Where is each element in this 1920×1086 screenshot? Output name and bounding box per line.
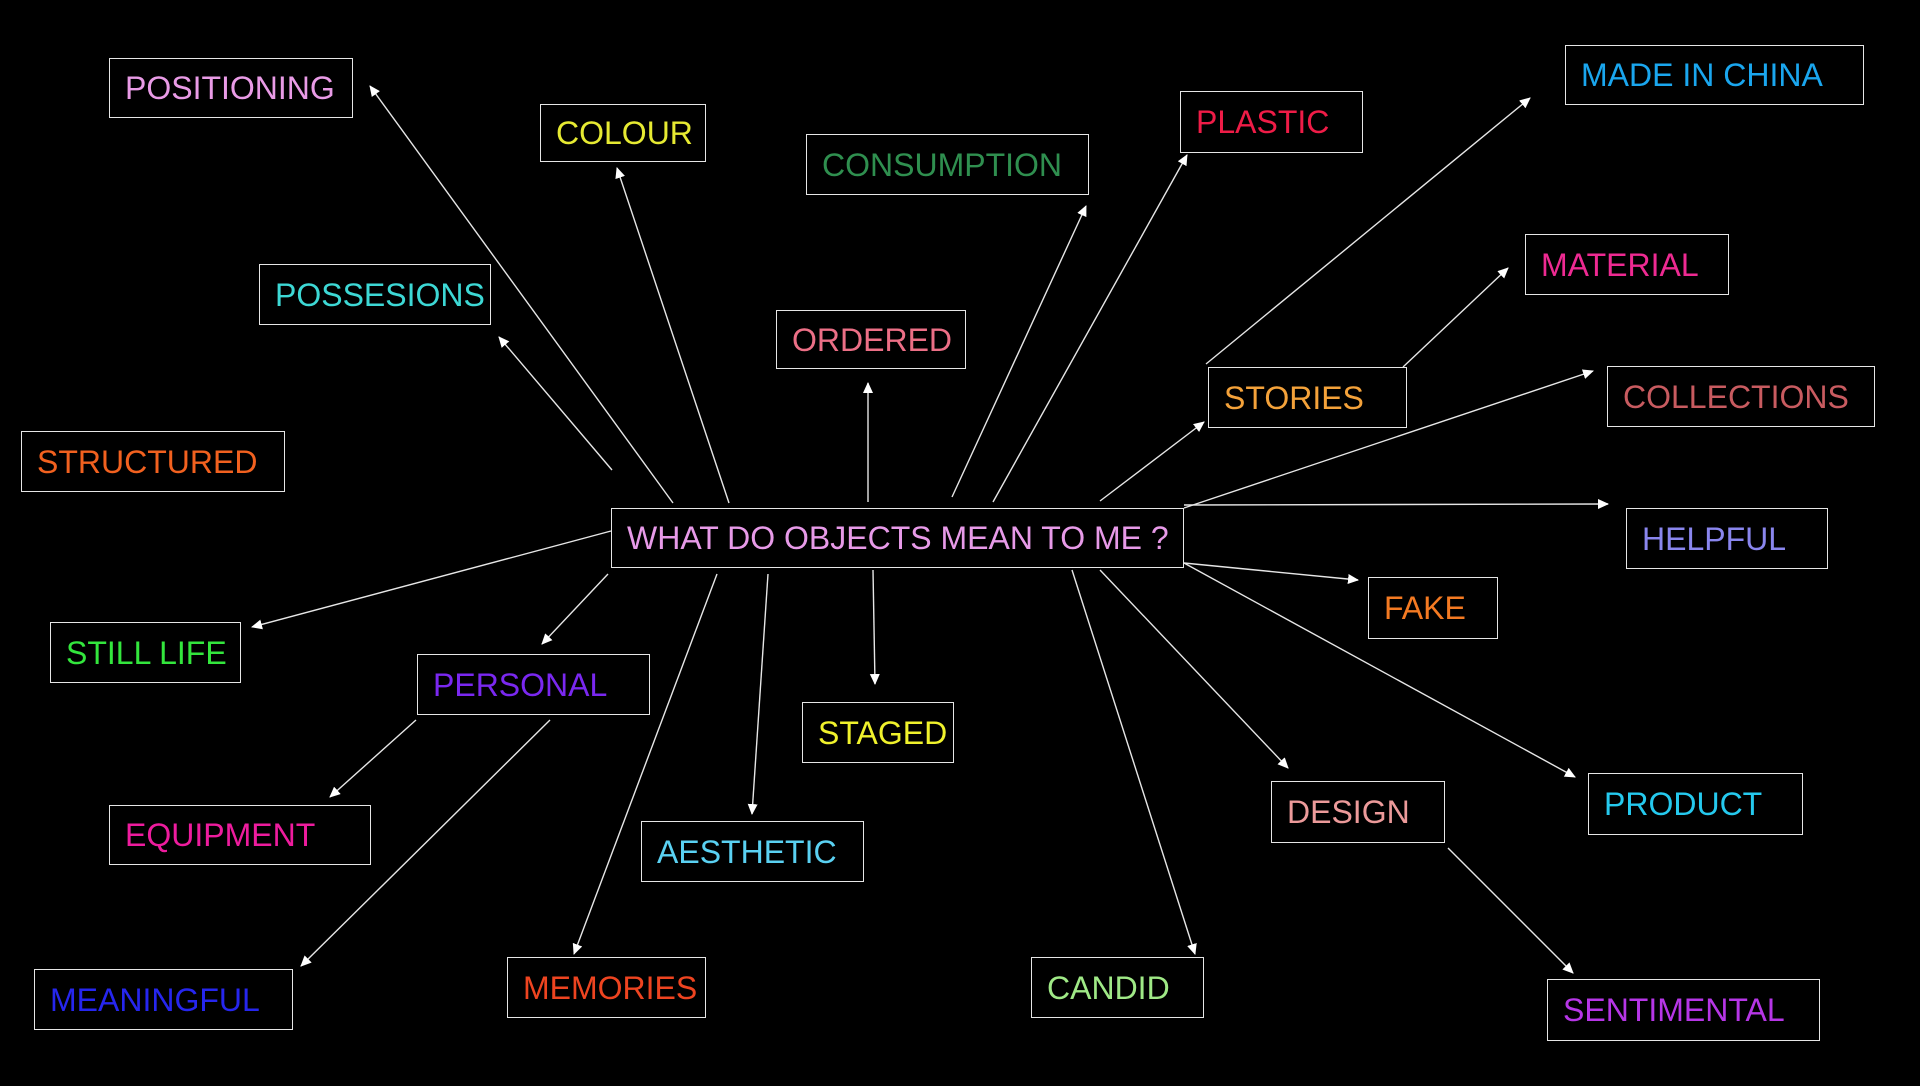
arrow-to-possesions bbox=[498, 336, 613, 471]
node-possesions: POSSESIONS bbox=[259, 264, 491, 325]
node-consumption: CONSUMPTION bbox=[806, 134, 1089, 195]
node-material: MATERIAL bbox=[1525, 234, 1729, 295]
node-label-staged: STAGED bbox=[818, 714, 948, 751]
arrow-to-personal bbox=[541, 573, 609, 645]
node-label-structured: STRUCTURED bbox=[37, 443, 258, 480]
node-label-stories: STORIES bbox=[1224, 379, 1364, 416]
node-collections: COLLECTIONS bbox=[1607, 366, 1875, 427]
arrow-to-plastic bbox=[992, 154, 1188, 503]
node-label-fake: FAKE bbox=[1384, 590, 1466, 626]
arrow-to-product bbox=[1183, 562, 1576, 778]
node-helpful: HELPFUL bbox=[1626, 508, 1828, 569]
node-label-material: MATERIAL bbox=[1541, 246, 1699, 283]
node-label-aesthetic: AESTHETIC bbox=[657, 833, 837, 870]
node-label-helpful: HELPFUL bbox=[1642, 520, 1787, 557]
node-still-life: STILL LIFE bbox=[50, 622, 241, 683]
arrow-to-memories bbox=[572, 573, 718, 955]
node-label-positioning: POSITIONING bbox=[125, 70, 335, 106]
node-label-possesions: POSSESIONS bbox=[275, 276, 485, 313]
arrow-to-colour bbox=[615, 167, 730, 504]
central-topic-node: WHAT DO OBJECTS MEAN TO ME ? bbox=[611, 508, 1184, 568]
arrow-to-candid bbox=[1071, 569, 1197, 955]
arrow-to-equipment bbox=[329, 719, 417, 798]
node-meaningful: MEANINGFUL bbox=[34, 969, 293, 1030]
arrow-to-collections bbox=[1183, 369, 1594, 509]
arrow-to-aesthetic bbox=[747, 573, 769, 815]
node-label-collections: COLLECTIONS bbox=[1623, 378, 1849, 415]
node-label-sentimental: SENTIMENTAL bbox=[1563, 992, 1785, 1028]
node-structured: STRUCTURED bbox=[21, 431, 285, 492]
arrow-to-sentimental bbox=[1447, 847, 1574, 974]
node-fake: FAKE bbox=[1368, 577, 1498, 639]
node-equipment: EQUIPMENT bbox=[109, 805, 371, 865]
node-stories: STORIES bbox=[1208, 367, 1407, 428]
arrow-to-staged bbox=[869, 569, 880, 685]
node-aesthetic: AESTHETIC bbox=[641, 821, 864, 882]
node-design: DESIGN bbox=[1271, 781, 1445, 843]
central-topic-label: WHAT DO OBJECTS MEAN TO ME ? bbox=[627, 520, 1169, 556]
node-label-memories: MEMORIES bbox=[523, 969, 698, 1006]
node-label-design: DESIGN bbox=[1287, 794, 1410, 830]
arrow-to-material bbox=[1402, 267, 1509, 368]
arrow-to-helpful bbox=[1183, 499, 1609, 510]
node-product: PRODUCT bbox=[1588, 773, 1803, 835]
arrow-to-positioning bbox=[369, 85, 674, 504]
node-positioning: POSITIONING bbox=[109, 58, 353, 118]
node-label-colour: COLOUR bbox=[556, 115, 693, 151]
node-label-personal: PERSONAL bbox=[433, 666, 608, 703]
arrow-to-made-in-china bbox=[1205, 97, 1531, 365]
node-label-plastic: PLASTIC bbox=[1196, 104, 1330, 140]
arrow-to-meaningful bbox=[300, 719, 551, 967]
node-colour: COLOUR bbox=[540, 104, 706, 162]
arrow-to-fake bbox=[1183, 562, 1359, 585]
node-sentimental: SENTIMENTAL bbox=[1547, 979, 1820, 1041]
node-label-consumption: CONSUMPTION bbox=[822, 146, 1062, 183]
arrow-to-design bbox=[1099, 569, 1289, 769]
node-label-still-life: STILL LIFE bbox=[66, 634, 227, 671]
arrow-to-stories bbox=[1099, 421, 1205, 502]
node-staged: STAGED bbox=[802, 702, 954, 763]
node-memories: MEMORIES bbox=[507, 957, 706, 1018]
node-label-product: PRODUCT bbox=[1604, 786, 1763, 822]
node-personal: PERSONAL bbox=[417, 654, 650, 715]
node-label-made-in-china: MADE IN CHINA bbox=[1581, 57, 1823, 93]
arrow-to-still-life bbox=[251, 530, 612, 630]
node-candid: CANDID bbox=[1031, 957, 1204, 1018]
node-label-ordered: ORDERED bbox=[792, 321, 953, 358]
node-ordered: ORDERED bbox=[776, 310, 966, 369]
node-label-meaningful: MEANINGFUL bbox=[50, 981, 260, 1018]
arrow-to-consumption bbox=[951, 205, 1087, 498]
node-label-equipment: EQUIPMENT bbox=[125, 817, 316, 853]
node-made-in-china: MADE IN CHINA bbox=[1565, 45, 1864, 105]
node-label-candid: CANDID bbox=[1047, 969, 1170, 1006]
node-plastic: PLASTIC bbox=[1180, 91, 1363, 153]
